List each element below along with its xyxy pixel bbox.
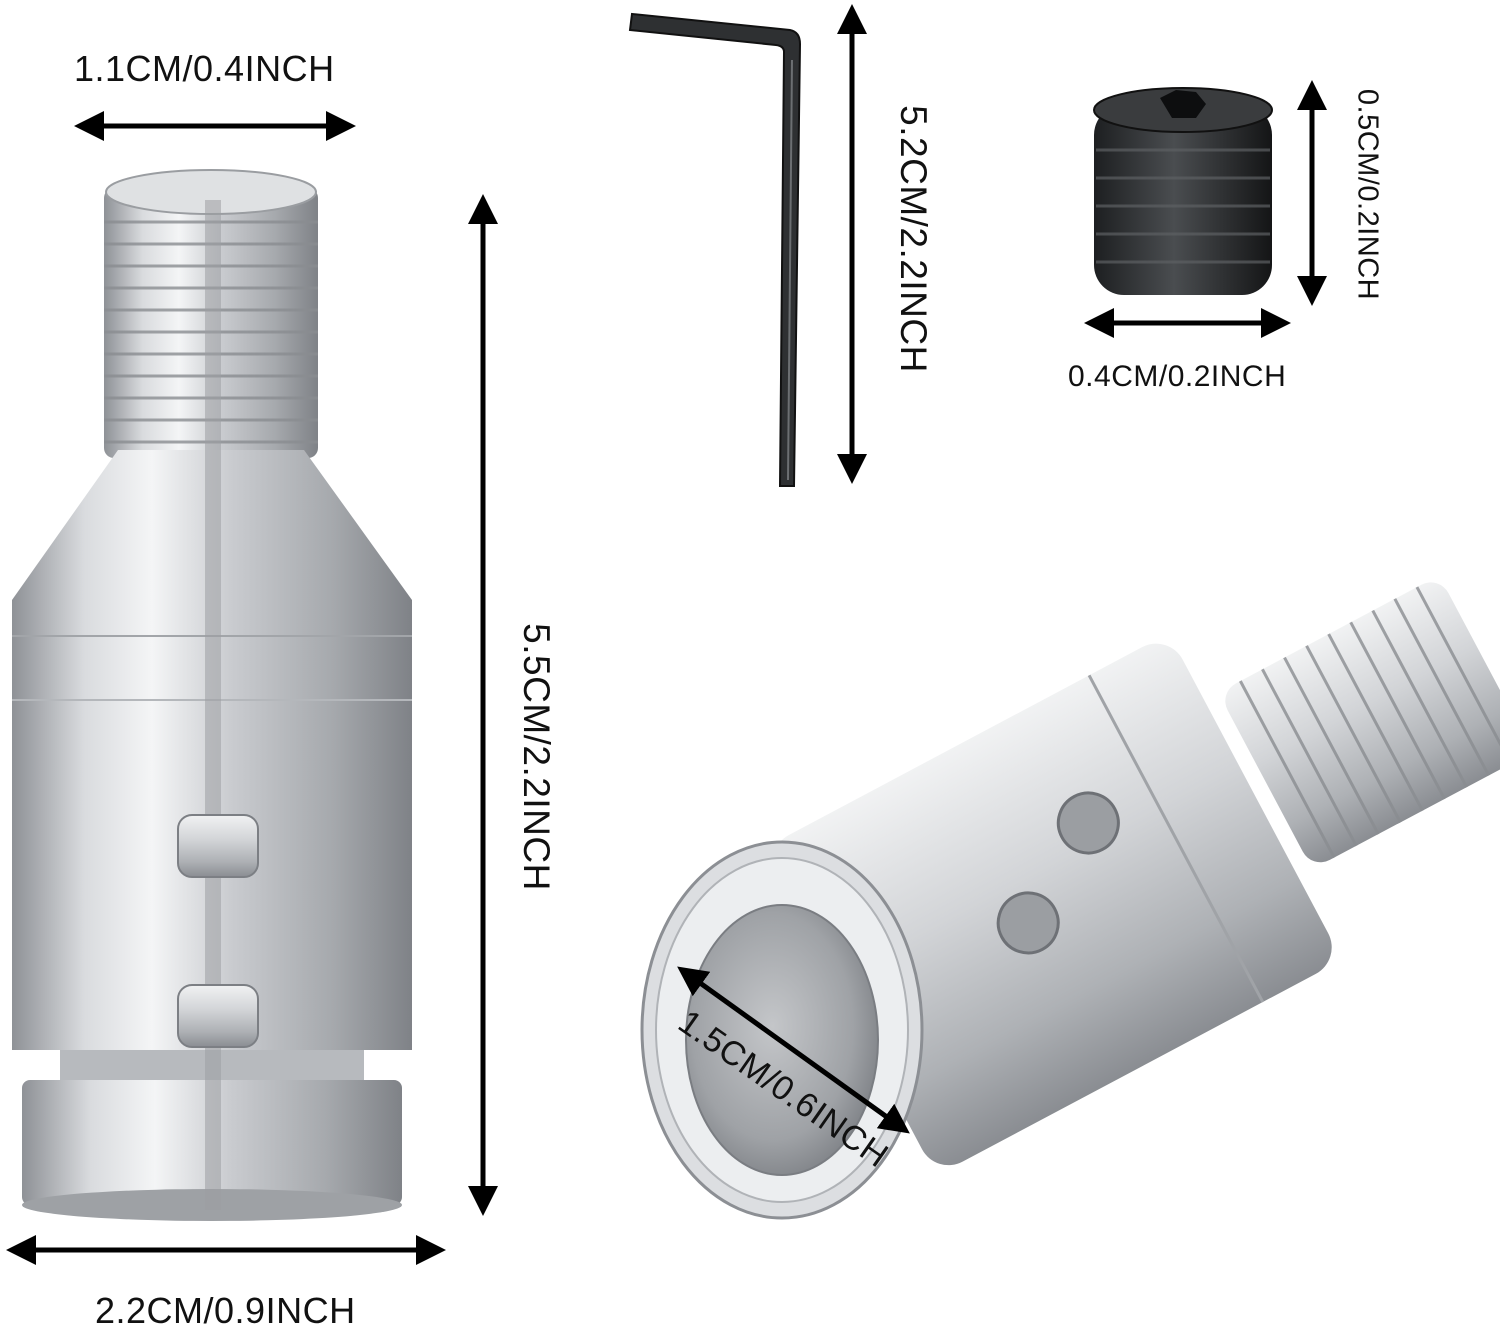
label-screw-height: 0.5CM/0.2INCH	[1351, 88, 1384, 301]
arrow-bore-diameter	[677, 966, 910, 1134]
dimension-arrows	[5, 3, 1327, 1265]
label-screw-width: 0.4CM/0.2INCH	[1068, 360, 1287, 393]
set-screw	[1093, 87, 1273, 295]
label-adapter-height: 5.5CM/2.2INCH	[516, 623, 557, 891]
allen-wrench	[628, 12, 802, 487]
set-screw-heads-upright	[177, 814, 259, 1048]
shift-knob-adapter-upright	[12, 169, 412, 1221]
shift-knob-adapter-angled	[640, 582, 1500, 1220]
label-adapter-top-width: 1.1CM/0.4INCH	[74, 48, 335, 89]
label-wrench-length: 5.2CM/2.2INCH	[893, 105, 934, 373]
label-adapter-base-width: 2.2CM/0.9INCH	[95, 1290, 356, 1331]
screw-threads	[1096, 148, 1270, 264]
